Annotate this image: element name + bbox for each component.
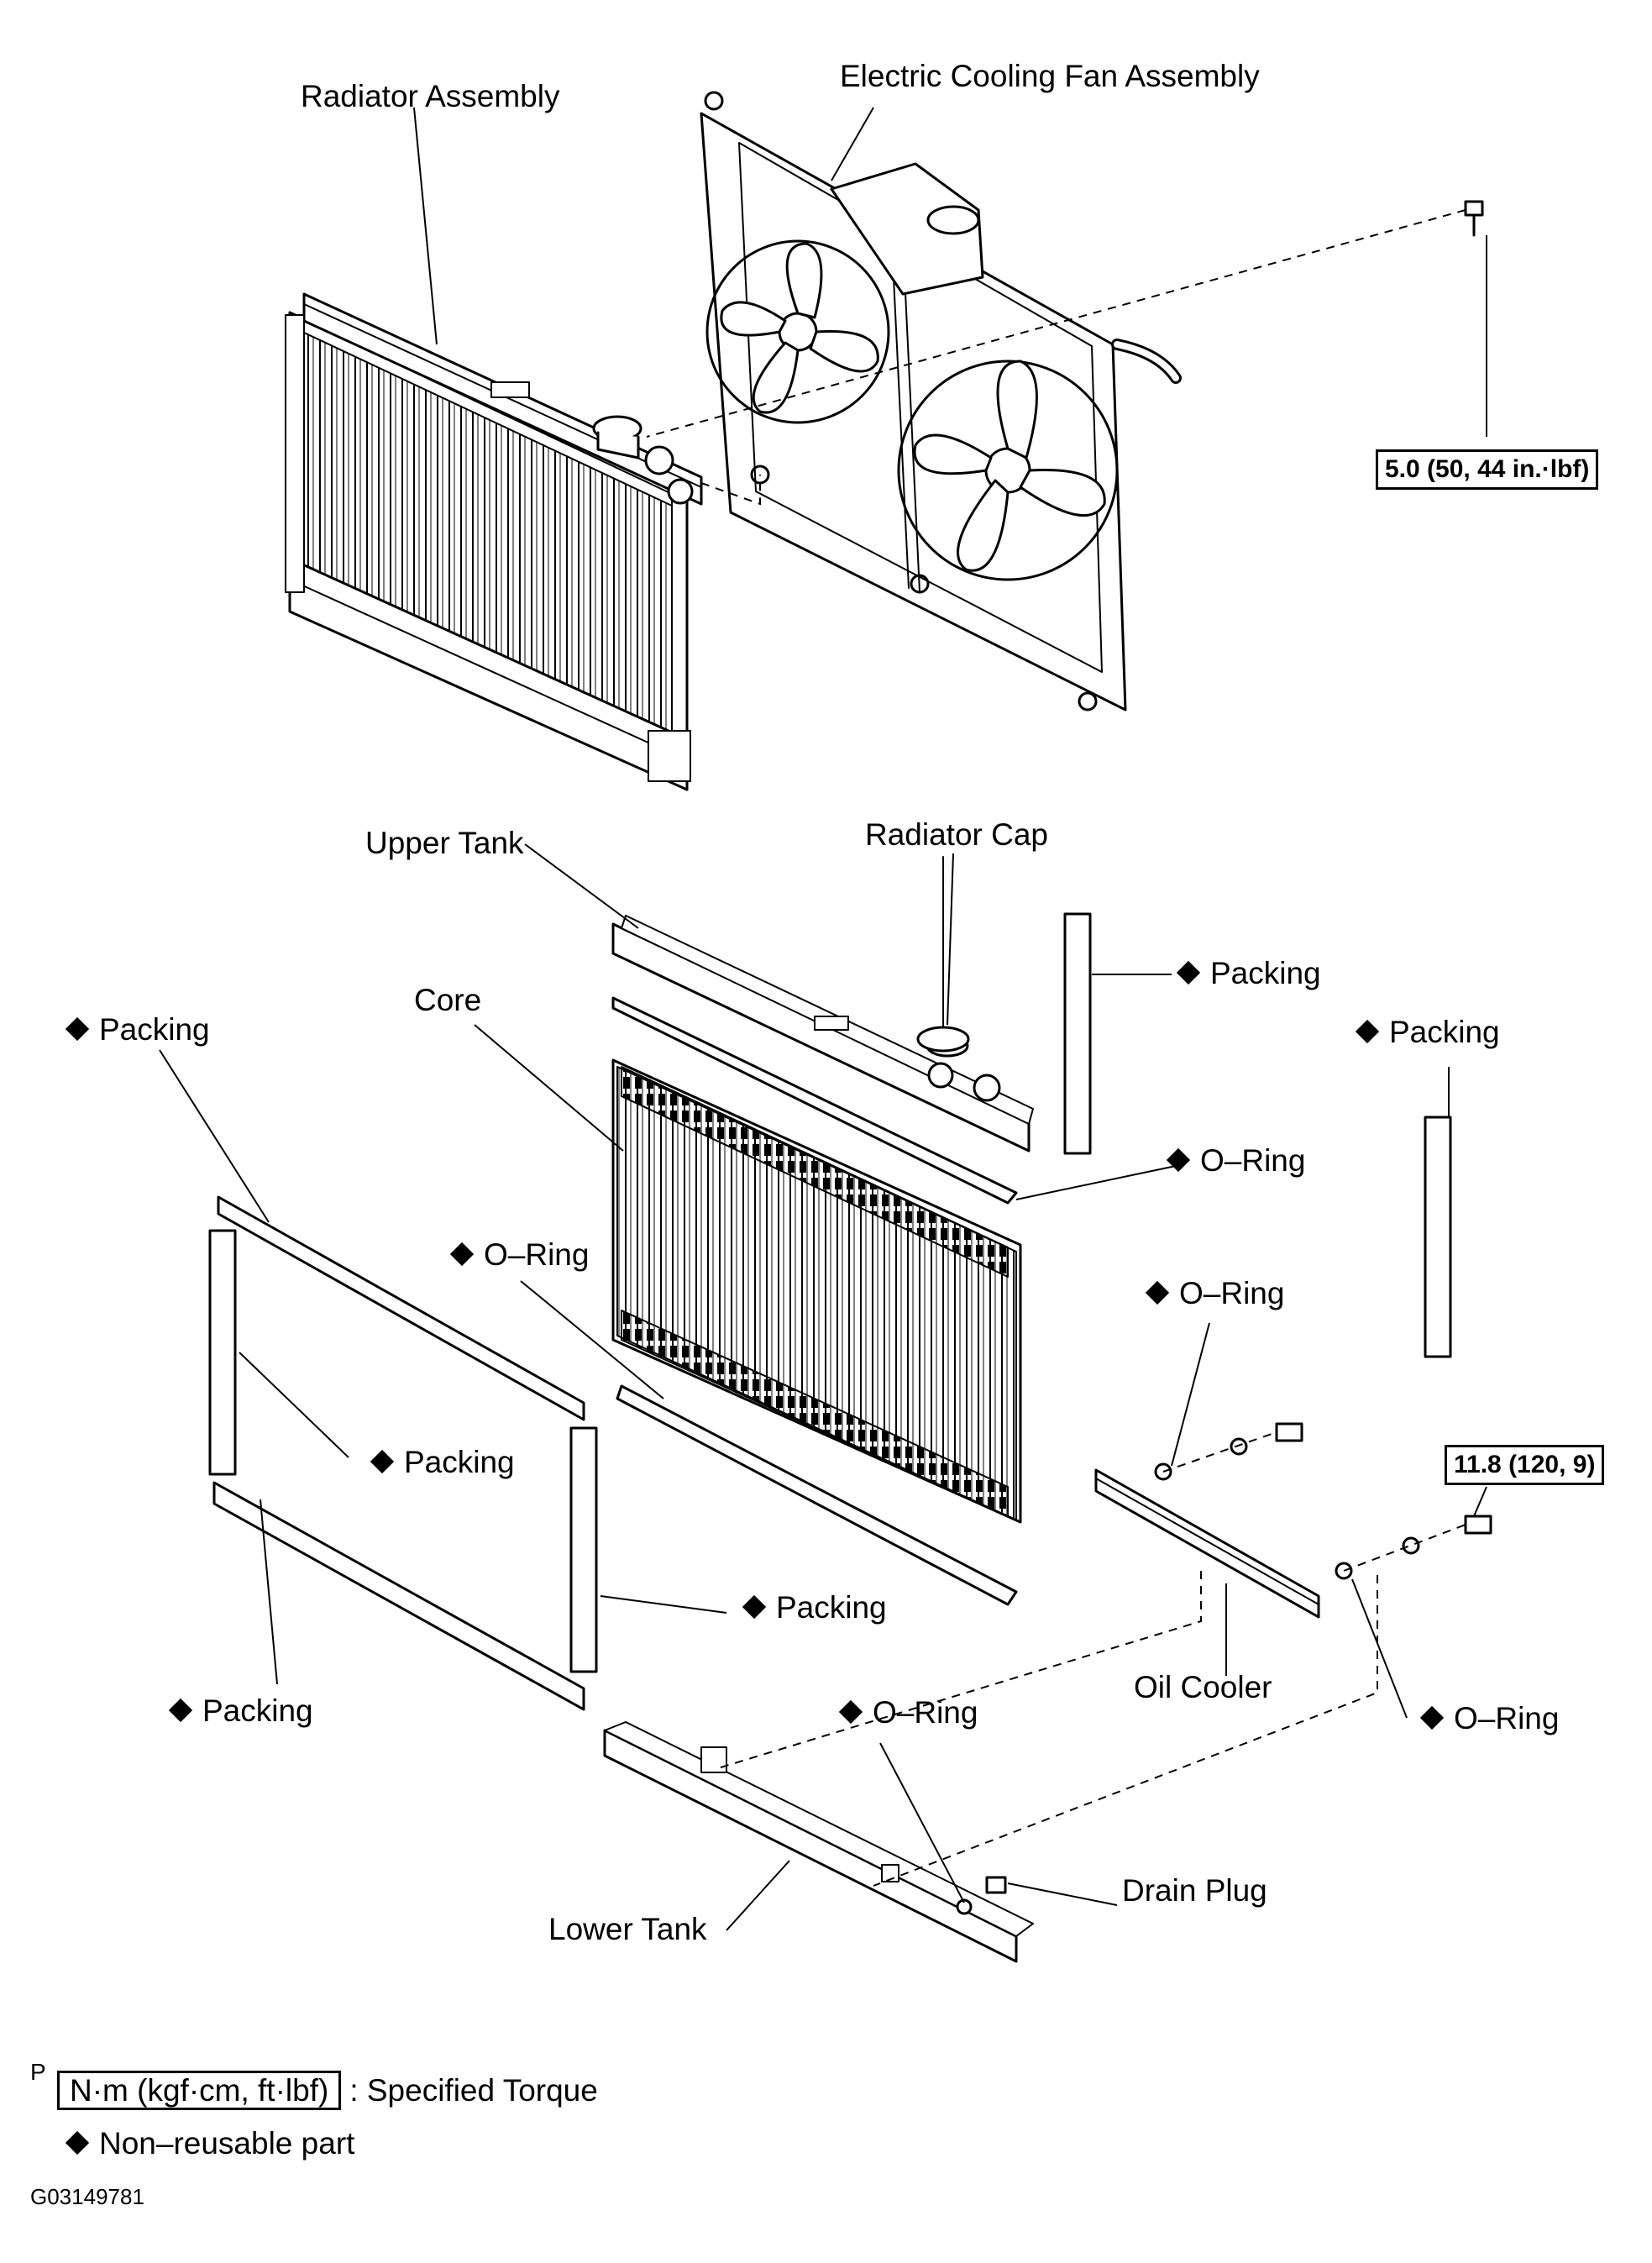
upper-tank-label: Upper Tank xyxy=(365,826,524,860)
packing-left-vertical-drawing xyxy=(208,1229,237,1476)
radiator-cap-label: Radiator Cap xyxy=(865,817,1049,852)
core-drawing xyxy=(611,1058,1022,1524)
legend-torque: N·m (kgf·cm, ft·lbf): Specified Torque xyxy=(57,2071,598,2110)
upper-o-ring-drawing xyxy=(611,996,1018,1205)
non-reusable-marker-icon xyxy=(370,1449,395,1474)
non-reusable-marker-icon xyxy=(168,1698,193,1723)
lower-o-ring-drawing xyxy=(616,1384,1018,1606)
non-reusable-marker-icon xyxy=(1355,1019,1380,1044)
leader-lines xyxy=(159,107,1487,1931)
dashed-assembly-lines xyxy=(646,209,1466,1887)
electric-cooling-fan-assembly-drawing xyxy=(700,91,1182,711)
non-reusable-marker-icon xyxy=(742,1594,767,1620)
legend-torque-units: N·m (kgf·cm, ft·lbf) xyxy=(57,2071,342,2110)
radiator-assembly-label: Radiator Assembly xyxy=(301,79,560,113)
packing-label-left-bottom: Packing xyxy=(168,1695,313,1726)
legend-torque-caption: : Specified Torque xyxy=(349,2073,598,2108)
radiator-assembly-drawing xyxy=(285,292,703,791)
lower-tank-drawing xyxy=(603,1721,1034,1963)
non-reusable-marker-icon xyxy=(1419,1705,1445,1730)
oil-cooler-label: Oil Cooler xyxy=(1134,1670,1272,1704)
drain-plug-label: Drain Plug xyxy=(1122,1873,1267,1908)
upper-tank-drawing xyxy=(611,915,1034,1153)
packing-label-far-right: Packing xyxy=(1355,1016,1500,1047)
non-reusable-marker-icon xyxy=(65,1016,90,1042)
right-fan-drawing xyxy=(897,360,1119,581)
legend-marker: P xyxy=(30,2059,46,2085)
non-reusable-marker-icon xyxy=(449,1242,475,1267)
electric-cooling-fan-assembly-label: Electric Cooling Fan Assembly xyxy=(840,59,1260,93)
o-ring-label-upper: O–Ring xyxy=(1166,1145,1305,1176)
packing-right-upper-drawing xyxy=(1063,912,1092,1155)
packing-left-top-drawing xyxy=(217,1195,585,1421)
packing-center-vertical-drawing xyxy=(569,1426,598,1673)
packing-label-left-top: Packing xyxy=(65,1014,210,1045)
core-label: Core xyxy=(414,983,482,1017)
legend-non-reusable: Non–reusable part xyxy=(65,2128,354,2159)
packing-label-center: Packing xyxy=(742,1592,887,1623)
non-reusable-marker-icon xyxy=(1145,1280,1170,1305)
oil-cooler-drawing xyxy=(1094,1422,1492,1619)
packing-label-left-middle: Packing xyxy=(370,1447,515,1478)
fan-mounting-bolt-drawing xyxy=(1464,200,1484,237)
o-ring-label-oil-cooler-lower: O–Ring xyxy=(1419,1703,1559,1734)
non-reusable-marker-icon xyxy=(1166,1147,1191,1173)
fan-bolt-torque-spec: 5.0 (50, 44 in.·lbf) xyxy=(1376,449,1599,490)
non-reusable-marker-icon xyxy=(838,1699,863,1725)
o-ring-label-core: O–Ring xyxy=(449,1239,589,1270)
left-fan-drawing xyxy=(705,239,890,424)
lower-tank-label: Lower Tank xyxy=(548,1912,707,1946)
non-reusable-marker-icon xyxy=(1176,960,1201,985)
non-reusable-marker-icon xyxy=(65,2130,90,2155)
packing-far-right-drawing xyxy=(1424,1116,1452,1358)
drain-plug-drawing xyxy=(985,1876,1007,1894)
o-ring-label-oil-cooler-upper: O–Ring xyxy=(1145,1278,1284,1309)
oil-cooler-bolt-torque-spec: 11.8 (120, 9) xyxy=(1445,1445,1605,1485)
o-ring-label-lower-tank: O–Ring xyxy=(838,1697,978,1728)
packing-label-right-upper: Packing xyxy=(1176,958,1321,989)
figure-id: G03149781 xyxy=(30,2184,144,2209)
radiator-cap-drawing xyxy=(916,856,970,1053)
packing-left-bottom-drawing xyxy=(212,1481,585,1711)
